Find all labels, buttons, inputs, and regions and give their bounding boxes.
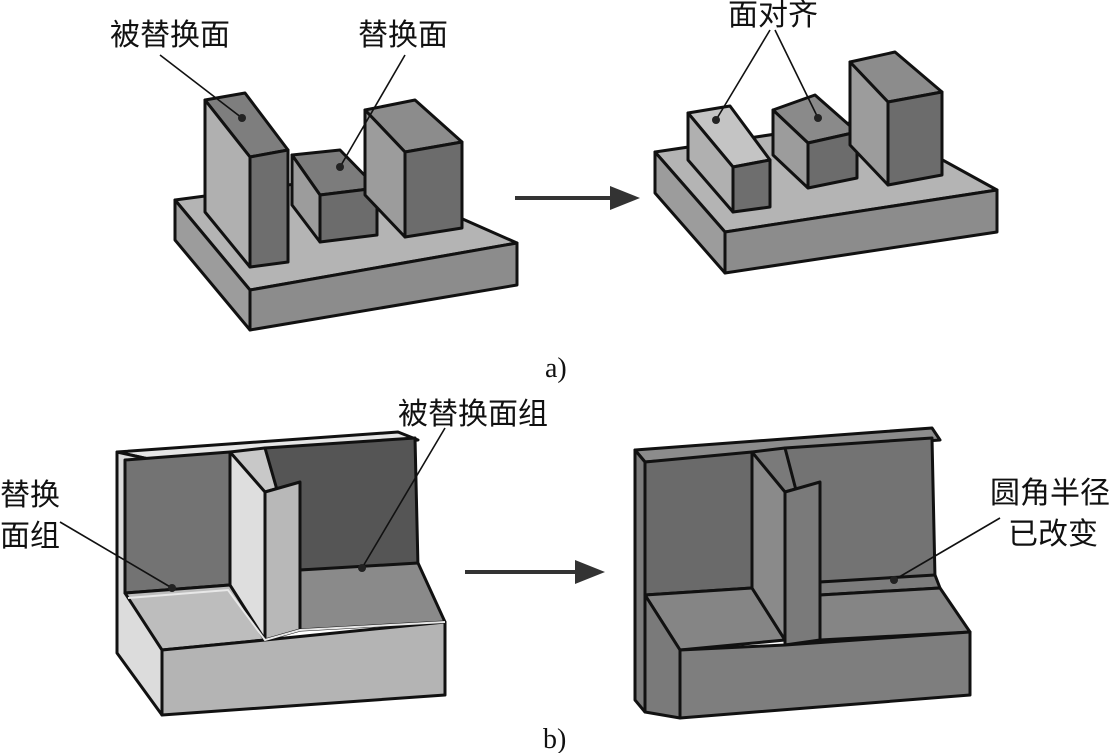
b-before-front-base (160, 620, 447, 717)
caption-b: b) (543, 724, 566, 753)
label-replacement-face-group-1: 替换 (0, 478, 60, 513)
b-before-highlight-line (127, 588, 446, 642)
base-plate-left-after (653, 150, 727, 275)
label-replacement-face-group-2: 面组 (0, 519, 60, 554)
lowered-block-front (731, 158, 772, 214)
small-cube-front (318, 186, 379, 244)
panel-a-before-model (173, 91, 519, 332)
tall-block-front (248, 148, 290, 269)
label-replaced-face-group: 被替换面组 (398, 397, 548, 432)
b-after-front-left-link (643, 593, 682, 720)
leader-replacement-face-group (59, 521, 173, 589)
label-fillet-1: 圆角半径 (990, 476, 1110, 511)
right-block-front (403, 140, 464, 239)
small-cube-front-after (806, 130, 859, 190)
dot-replacement-face-group (168, 584, 176, 592)
leader-fillet (893, 517, 1001, 581)
dot-replacement-face (336, 163, 344, 171)
label-replaced-face: 被替换面 (110, 18, 230, 53)
dot-align-2 (814, 114, 822, 122)
leader-align-1 (715, 29, 771, 121)
label-fillet-2: 已改变 (1008, 517, 1098, 552)
leader-align-2 (774, 29, 819, 119)
base-plate-left (173, 198, 252, 332)
panel-b-before-model (115, 430, 447, 717)
dot-fillet (890, 576, 898, 584)
dot-replaced-face (238, 114, 246, 122)
dot-replaced-face-group (358, 564, 366, 572)
leader-replacement-face (339, 54, 406, 168)
b-before-right-cavity-floor (298, 561, 447, 632)
b-before-rib-front (263, 480, 302, 642)
leader-replaced-face-group (361, 427, 446, 569)
label-replacement-face: 替换面 (358, 18, 448, 53)
b-after-left-cavity-back (643, 450, 754, 597)
panel-a-arrow (515, 186, 640, 210)
panel-a-after-model (653, 50, 999, 275)
panel-b-after-model (633, 426, 972, 720)
b-before-left-cavity-back (123, 450, 232, 595)
label-faces-aligned: 面对齐 (728, 0, 818, 33)
panel-b-arrow (465, 560, 605, 584)
right-block-front-after (886, 90, 944, 187)
leader-replaced-face (159, 54, 243, 119)
dot-align-1 (712, 116, 720, 124)
b-after-rib-front (783, 480, 822, 647)
caption-a: a) (545, 353, 567, 384)
